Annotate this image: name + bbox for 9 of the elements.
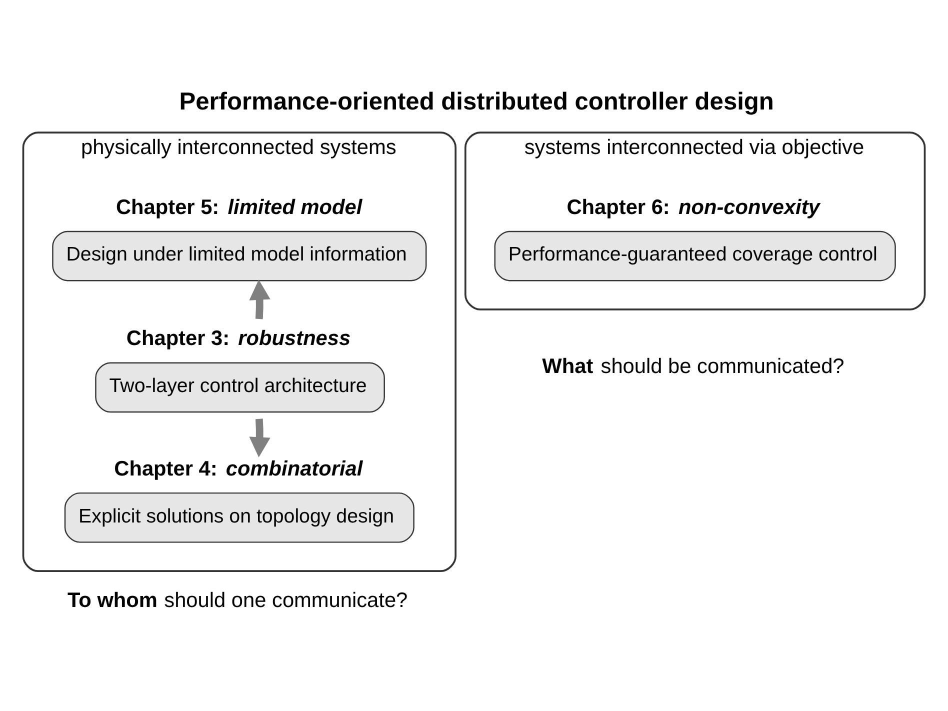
arrow <box>249 280 270 320</box>
arrow <box>249 418 270 458</box>
node-label: To whom should one communicate? <box>67 588 408 612</box>
diagram-title: Performance-oriented distributed controller design <box>179 88 774 116</box>
node-label: Chapter 6: non-convexity <box>566 196 820 219</box>
node-label: What should be communicated? <box>542 354 844 378</box>
node-label: Chapter 3: robustness <box>126 327 351 350</box>
node-label: Chapter 4: combinatorial <box>114 457 363 480</box>
node-label: Chapter 5: limited model <box>116 196 362 219</box>
